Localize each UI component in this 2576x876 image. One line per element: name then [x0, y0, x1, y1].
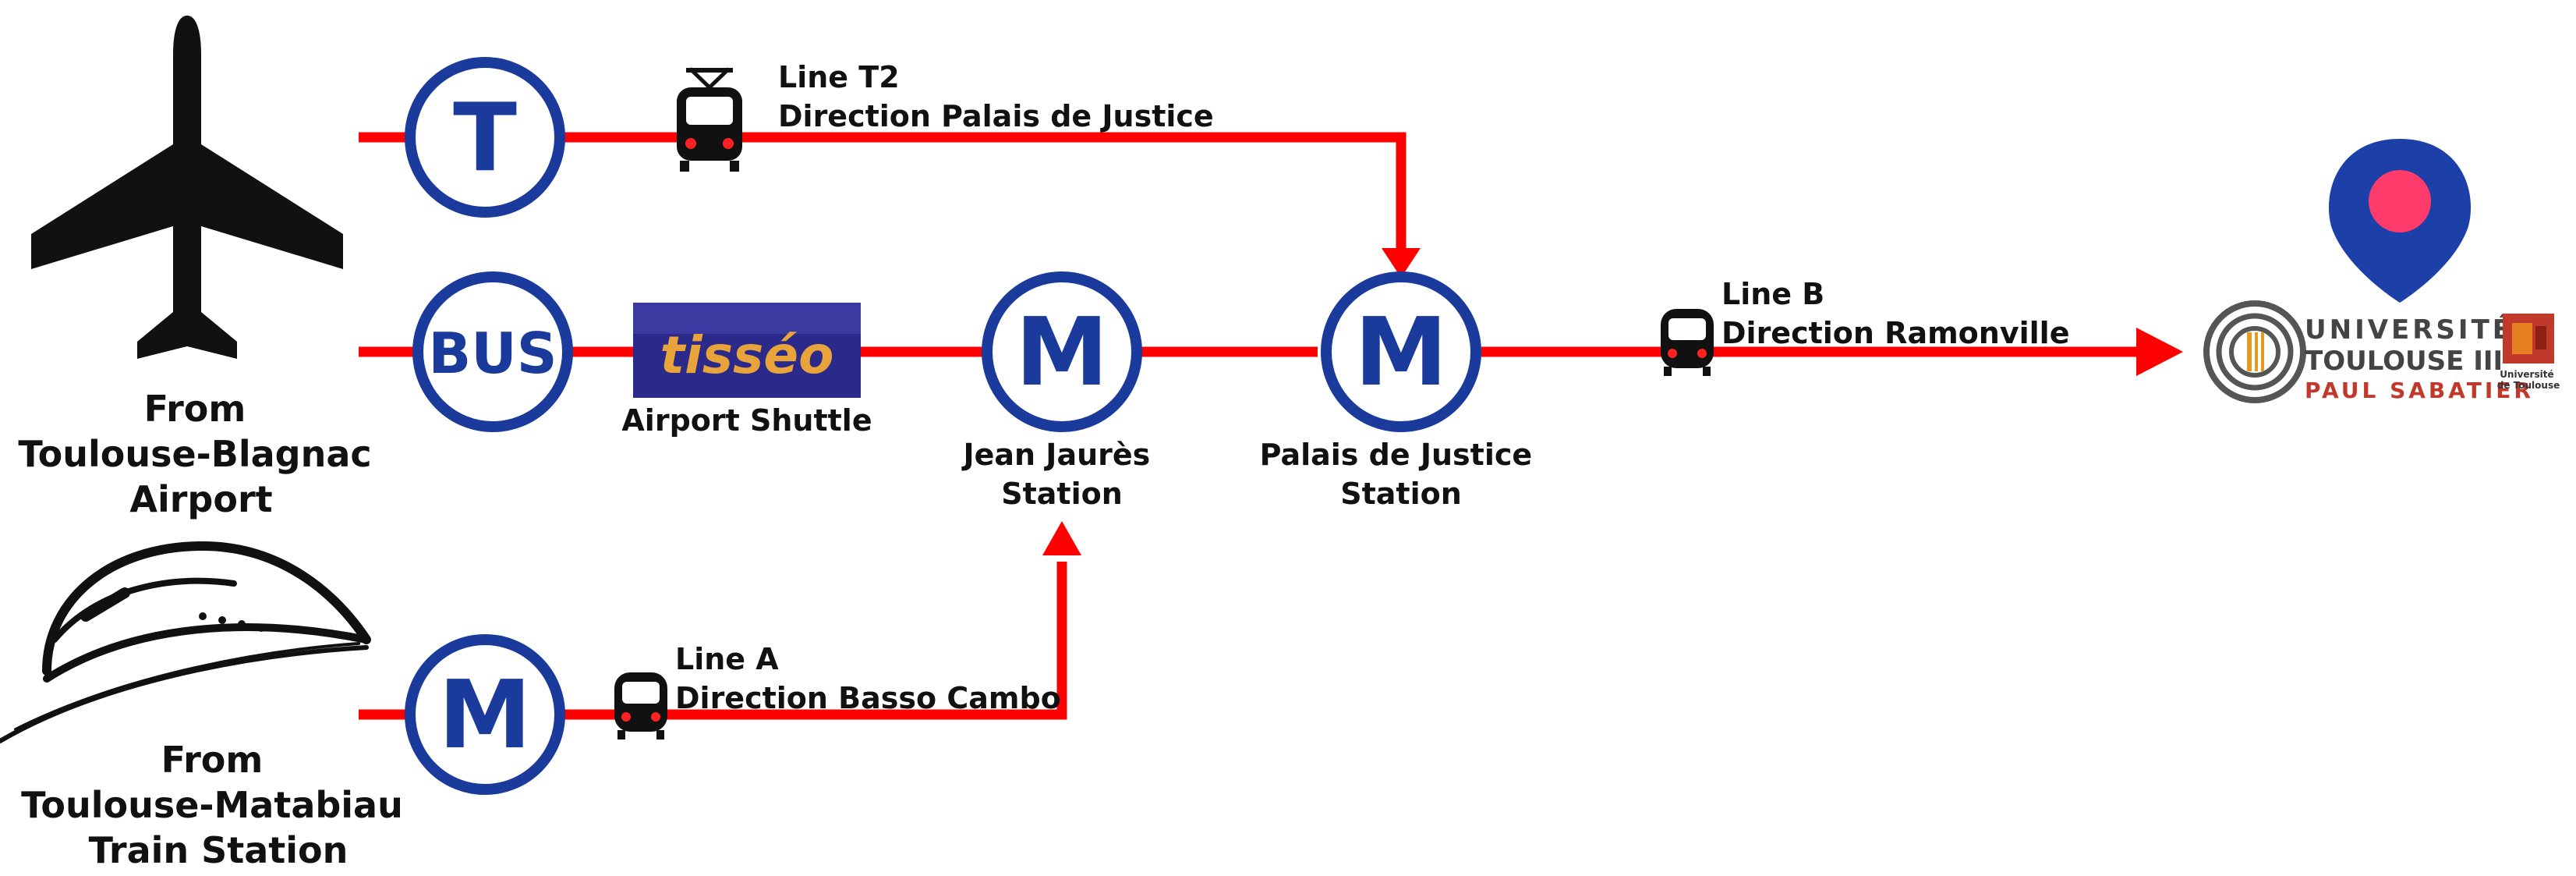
- badge-metro-a-glyph: M: [438, 661, 531, 770]
- airport-shuttle-label: Airport Shuttle: [621, 403, 872, 438]
- tram-icon: [677, 67, 742, 172]
- badge-metro-a: M: [405, 634, 565, 795]
- airplane-icon: [31, 16, 343, 359]
- badge-metro-palais-glyph: M: [1354, 299, 1447, 407]
- palais-station-label: Palais de Justice Station: [1260, 438, 1543, 511]
- tisseo-logo: tisséo: [633, 303, 861, 398]
- metro-a-train-icon: [614, 672, 667, 739]
- metro-b-train-icon: [1661, 309, 1714, 376]
- route-metro-a: [359, 562, 1067, 720]
- metro-b-line-label: Line B Direction Ramonville: [1721, 277, 2069, 350]
- tisseo-logo-text: tisséo: [660, 325, 834, 385]
- arrow-tram-to-palais: [1382, 248, 1421, 278]
- badge-bus: BUS: [412, 271, 573, 432]
- badge-metro-jean-jaures: M: [982, 271, 1142, 432]
- tram-line-label: Line T2 Direction Palais de Justice: [778, 60, 1214, 133]
- partner-name: Université de Toulouse: [2497, 369, 2560, 391]
- jean-jaures-station-label: Jean Jaurès Station: [961, 438, 1160, 511]
- train-icon: [0, 541, 371, 743]
- universite-de-toulouse-logo: Université de Toulouse: [2497, 314, 2560, 391]
- arrow-metro-a-to-jj: [1042, 521, 1081, 555]
- metro-a-line-label: Line A Direction Basso Cambo: [675, 642, 1061, 715]
- university-name-line2: TOULOUSE III: [2305, 346, 2503, 377]
- badge-metro-jj-glyph: M: [1015, 299, 1108, 407]
- badge-tram: T: [405, 57, 565, 218]
- university-name-line3: PAUL SABATIER: [2305, 378, 2534, 403]
- airport-label: From Toulouse-Blagnac Airport: [18, 388, 384, 520]
- badge-bus-glyph: BUS: [428, 321, 557, 386]
- map-pin-icon: [2328, 139, 2472, 303]
- university-name-line1: UNIVERSITÉ: [2305, 314, 2514, 346]
- arrow-to-university: [2136, 328, 2183, 376]
- badge-metro-palais: M: [1321, 271, 1481, 432]
- university-logo: UNIVERSITÉ TOULOUSE III PAUL SABATIER: [2203, 300, 2534, 403]
- badge-tram-glyph: T: [453, 84, 517, 193]
- train-station-label: From Toulouse-Matabiau Train Station: [21, 739, 416, 871]
